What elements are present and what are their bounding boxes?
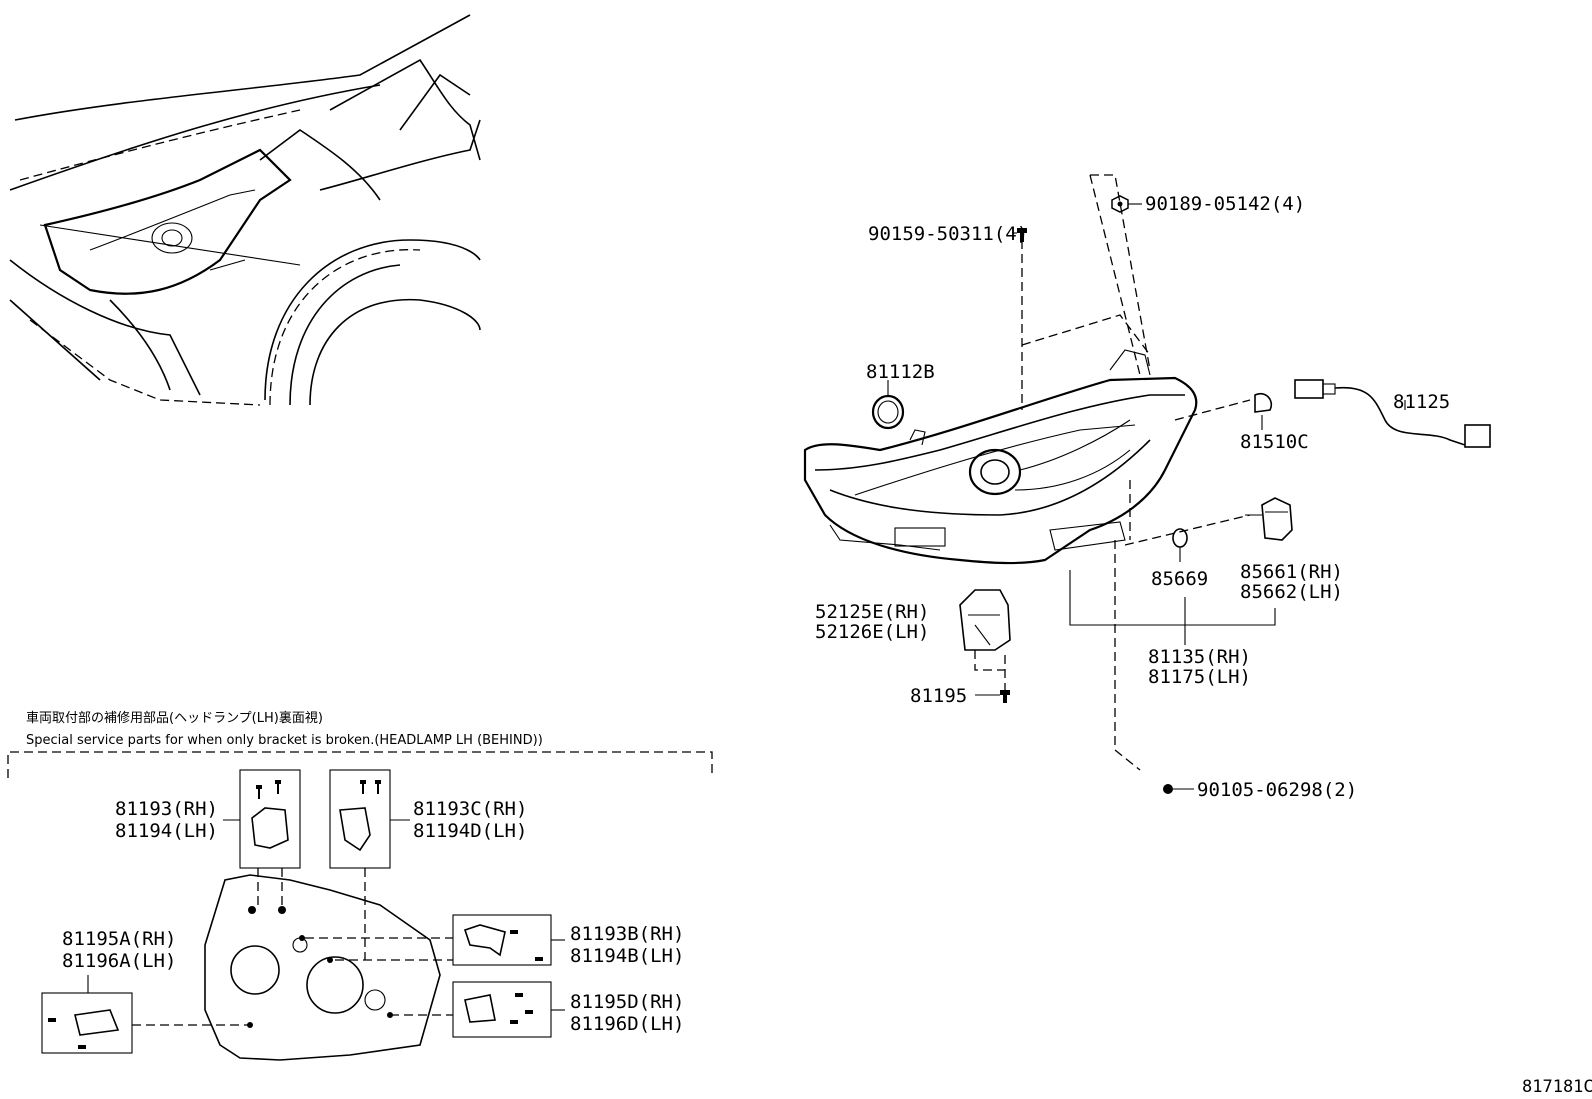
label-90189: 90189-05142(4) [1145, 193, 1305, 215]
service-parts-inset: 車両取付部の補修用部品(ヘッドランプ(LH)裏面視) Special servi… [7, 711, 713, 1061]
bulb-81510C [1254, 392, 1273, 430]
label-52125E: 52125E(RH) [815, 601, 929, 623]
label-90159: 90159-50311(4) [868, 223, 1028, 245]
car-location-view [9, 14, 481, 406]
box-81193C [329, 769, 391, 869]
label-81193: 81193(RH) [115, 798, 218, 820]
label-81195D: 81195D(RH) [570, 991, 684, 1013]
label-85662: 85662(LH) [1240, 581, 1343, 603]
label-81510C: 81510C [1240, 431, 1309, 453]
leader-81135 [1069, 570, 1276, 645]
headlamp-assembly [803, 174, 1251, 771]
box-81195A [41, 992, 133, 1054]
label-81195A: 81195A(RH) [62, 928, 176, 950]
wire-81125 [1294, 379, 1491, 448]
inset-note-jp: 車両取付部の補修用部品(ヘッドランプ(LH)裏面視) [26, 711, 323, 726]
motor-85661 [1245, 497, 1293, 541]
label-90105: 90105-06298(2) [1197, 779, 1357, 801]
label-81193C: 81193C(RH) [413, 798, 527, 820]
gasket-85669 [1172, 528, 1188, 562]
bolt-90105 [1163, 784, 1194, 794]
label-81194B: 81194B(LH) [570, 945, 684, 967]
label-81196A: 81196A(LH) [62, 950, 176, 972]
label-81125: 81125 [1393, 391, 1450, 413]
screw-90159 [1017, 228, 1027, 242]
label-81195: 81195 [910, 685, 967, 707]
cap-81112B [871, 380, 905, 430]
label-81193B: 81193B(RH) [570, 923, 684, 945]
label-81175: 81175(LH) [1148, 666, 1251, 688]
label-81194D: 81194D(LH) [413, 820, 527, 842]
diagram-id: 817181C [1522, 1077, 1592, 1097]
label-85661: 85661(RH) [1240, 561, 1343, 583]
label-52126E: 52126E(LH) [815, 621, 929, 643]
label-85669: 85669 [1151, 568, 1208, 590]
box-81193 [239, 769, 301, 869]
nut-90189 [1111, 195, 1142, 213]
label-81112B: 81112B [866, 361, 935, 383]
label-81194: 81194(LH) [115, 820, 218, 842]
screw-81195 [1000, 655, 1010, 703]
label-81196D: 81196D(LH) [570, 1013, 684, 1035]
inset-note-en: Special service parts for when only brac… [26, 733, 543, 748]
label-81135: 81135(RH) [1148, 646, 1251, 668]
bracket-52125E [959, 589, 1011, 671]
